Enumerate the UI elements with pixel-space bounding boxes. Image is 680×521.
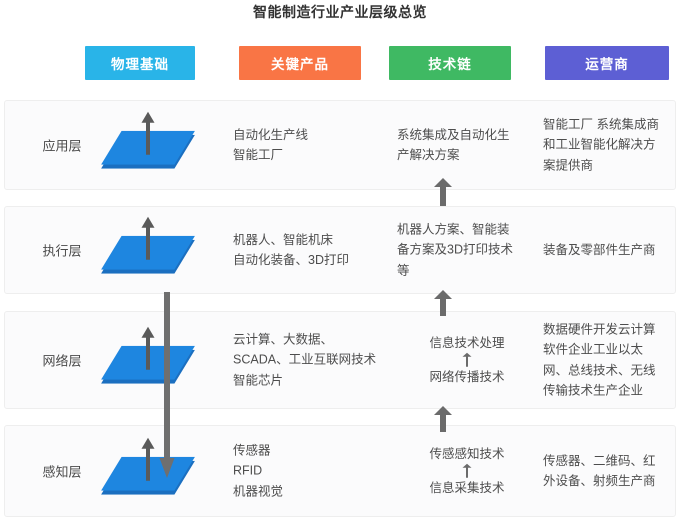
tech-text-execution: 机器人方案、智能装 备方案及3D打印技术 等 <box>397 222 513 278</box>
tech-mini-up-arrow-icon <box>462 353 472 367</box>
tech-text-network: 信息技术处理 网络传播技术 <box>397 333 537 388</box>
category-chip-label: 关键产品 <box>271 57 329 72</box>
tech-mini-up-arrow-icon <box>462 464 472 478</box>
layer-name-label: 网络层 <box>42 353 82 369</box>
platform-up-arrow-icon <box>141 111 155 155</box>
operators-text-perception: 传感器、二维码、红 外设备、射频生产商 <box>543 453 656 488</box>
products-text-application: 自动化生产线 智能工厂 <box>233 127 309 162</box>
platform-slab-execution <box>101 216 195 274</box>
tech-text-application: 系统集成及自动化生 产解决方案 <box>397 127 510 162</box>
layer-row-application[interactable]: 应用层 自动化生产线 智能工厂 系统集成及自动化生 产解决方案 智能工厂 系统集… <box>4 100 676 190</box>
platform-slab-perception <box>101 437 195 495</box>
layer-row-execution[interactable]: 执行层 机器人、智能机床 自动化装备、3D打印 机器人方案、智能装 备方案及3D… <box>4 206 676 294</box>
tech-lower-label: 网络传播技术 <box>429 370 505 384</box>
operators-text-execution: 装备及零部件生产商 <box>543 242 656 257</box>
tech-connector-arrow-perception-to-network <box>434 406 452 432</box>
category-chip-label: 技术链 <box>428 57 472 72</box>
layer-name-label: 感知层 <box>42 464 82 480</box>
platform-up-arrow-icon <box>141 216 155 260</box>
platform-up-arrow-icon <box>141 437 155 481</box>
tech-text-perception: 传感感知技术 信息采集技术 <box>397 444 537 499</box>
operators-text-application: 智能工厂 系统集成商 和工业智能化解决方 案提供商 <box>543 117 659 173</box>
products-text-execution: 机器人、智能机床 自动化装备、3D打印 <box>233 232 349 267</box>
platform-slab-network <box>101 326 195 384</box>
tech-connector-arrow-execution-to-application <box>434 178 452 206</box>
tech-connector-arrow-network-to-execution <box>434 290 452 316</box>
layer-name-label: 执行层 <box>42 243 82 259</box>
page-title: 智能制造行业产业层级总览 <box>253 4 427 20</box>
products-text-network: 云计算、大数据、 SCADA、工业互联网技术 智能芯片 <box>233 332 377 388</box>
tech-upper-label: 信息技术处理 <box>429 335 505 350</box>
category-chip-tech-chain[interactable]: 技术链 <box>389 46 511 80</box>
layer-name-label: 应用层 <box>42 138 82 154</box>
operators-text-network: 数据硬件开发云计算 软件企业工业以太 网、总线技术、无线 传输技术生产企业 <box>543 322 656 398</box>
tech-upper-label: 传感感知技术 <box>429 446 505 461</box>
category-chip-label: 运营商 <box>585 57 629 72</box>
layer-row-perception[interactable]: 感知层 传感器 RFID 机器视觉 传感感知技术 信息采集技术 传感器、二维码、… <box>4 425 676 517</box>
category-chip-key-products[interactable]: 关键产品 <box>239 46 361 80</box>
tech-lower-label: 信息采集技术 <box>429 481 505 495</box>
products-text-perception: 传感器 RFID 机器视觉 <box>233 443 284 499</box>
category-chip-operators[interactable]: 运营商 <box>545 46 669 80</box>
category-chip-label: 物理基础 <box>111 57 169 72</box>
physical-feedback-downward-arrow <box>159 292 175 478</box>
layer-row-network[interactable]: 网络层 云计算、大数据、 SCADA、工业互联网技术 智能芯片 信息技术处理 网… <box>4 311 676 409</box>
category-chip-physical-basis[interactable]: 物理基础 <box>85 46 195 80</box>
platform-up-arrow-icon <box>141 326 155 370</box>
platform-slab-application <box>101 111 195 169</box>
category-chip-bar: 物理基础 关键产品 技术链 运营商 <box>0 46 680 80</box>
